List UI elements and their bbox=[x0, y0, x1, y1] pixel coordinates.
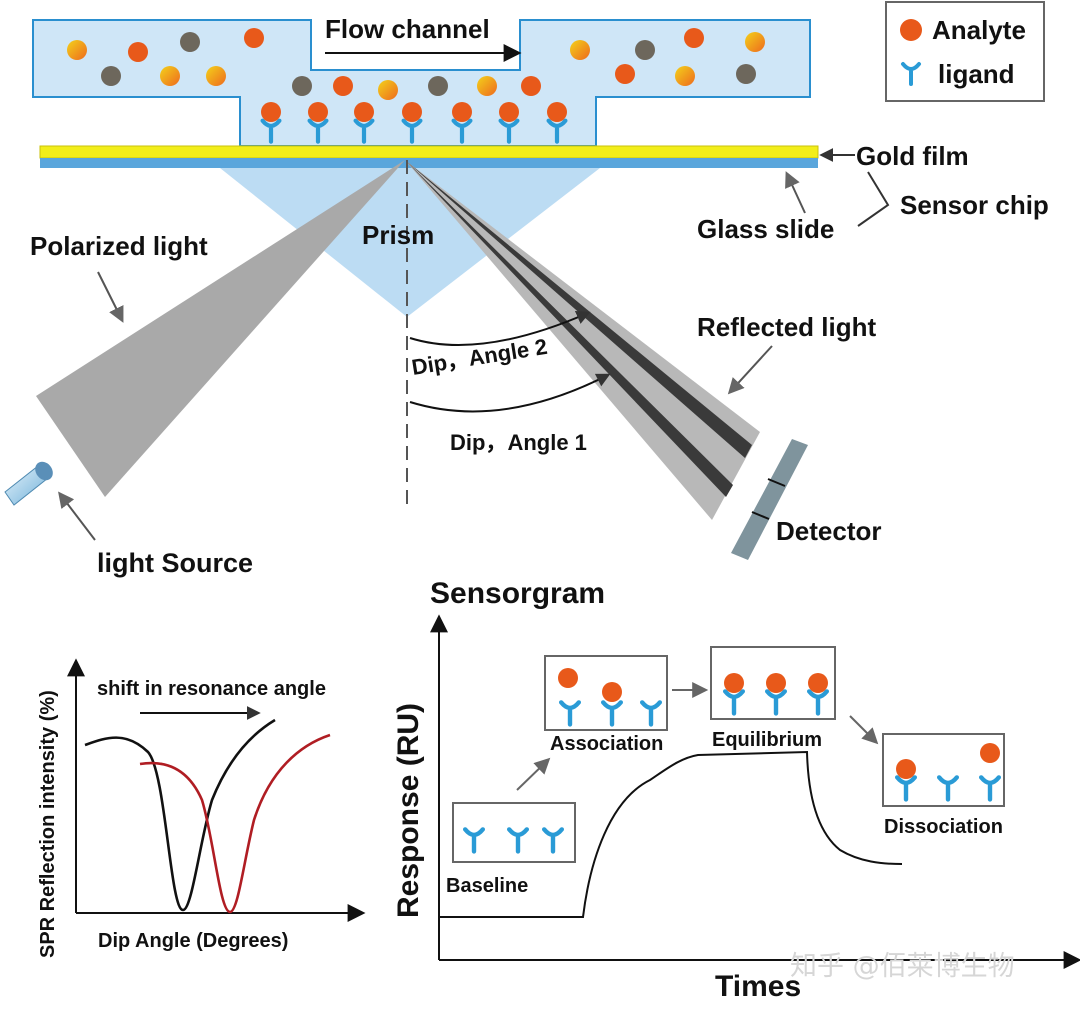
baseline-label: Baseline bbox=[446, 875, 528, 897]
ligand-icon bbox=[507, 827, 529, 854]
ligand-icon bbox=[979, 775, 1001, 802]
ligand-icon bbox=[498, 118, 520, 144]
angle-1-arc bbox=[409, 373, 611, 413]
sensor-chip-label: Sensor chip bbox=[900, 190, 1049, 220]
gold-film-label: Gold film bbox=[856, 141, 969, 171]
ligand-icon bbox=[542, 827, 564, 854]
glass-slide-label: Glass slide bbox=[697, 214, 834, 244]
bound-analyte bbox=[261, 102, 281, 122]
detector-label: Detector bbox=[776, 516, 881, 546]
ligand-icon bbox=[401, 118, 423, 144]
bound-ligands bbox=[260, 102, 568, 144]
ligand-icon bbox=[937, 775, 959, 802]
ligand-icon bbox=[353, 118, 375, 144]
ligand-icon bbox=[901, 62, 921, 86]
analyte-legend-icon bbox=[900, 19, 922, 41]
reflected-light-beam bbox=[405, 160, 760, 520]
prism bbox=[220, 168, 600, 317]
ligand-icon bbox=[451, 118, 473, 144]
legend: Analyte ligand bbox=[885, 1, 1045, 102]
original-resonance-curve bbox=[84, 718, 276, 912]
angle-2-arc bbox=[409, 311, 591, 346]
polarized-light-beam bbox=[36, 160, 405, 497]
spr-ylabel: SPR Reflection intensity (%) bbox=[37, 690, 59, 958]
ligand-icon bbox=[260, 118, 282, 144]
bound-analyte bbox=[547, 102, 567, 122]
ligand-icon bbox=[463, 827, 485, 854]
reflected-light-label: Reflected light bbox=[697, 312, 876, 342]
light-source-label: light Source bbox=[97, 548, 253, 578]
gold-film bbox=[39, 145, 819, 159]
bound-analyte bbox=[402, 102, 422, 122]
dip-angle-1-label: Dip，Angle 1 bbox=[450, 430, 587, 455]
equilibrium-label: Equilibrium bbox=[712, 729, 822, 751]
sensorgram-xlabel: Times bbox=[715, 970, 801, 1003]
spr-annotation: shift in resonance angle bbox=[97, 678, 326, 700]
shifted-resonance-curve bbox=[139, 733, 331, 914]
prism-label: Prism bbox=[362, 220, 434, 250]
legend-analyte-label: Analyte bbox=[932, 15, 1026, 45]
spr-curve-panel: SPR Reflection intensity (%) Dip Angle (… bbox=[37, 658, 366, 958]
ligand-icon bbox=[895, 775, 917, 802]
dissociation-label: Dissociation bbox=[884, 816, 1003, 838]
bound-analyte bbox=[308, 102, 328, 122]
spr-xlabel: Dip Angle (Degrees) bbox=[98, 930, 288, 952]
glass-slide bbox=[40, 158, 818, 168]
ligand-icon bbox=[601, 700, 623, 727]
bound-analyte bbox=[499, 102, 519, 122]
ligand-icon bbox=[307, 118, 329, 144]
flow-channel-label: Flow channel bbox=[325, 14, 490, 44]
bound-analyte bbox=[452, 102, 472, 122]
watermark: 知乎 @佰莱博生物 bbox=[790, 951, 1015, 982]
association-label: Association bbox=[550, 733, 663, 755]
detector bbox=[731, 439, 808, 560]
flow-channel: Flow channel bbox=[32, 14, 811, 147]
ligand-icon bbox=[807, 689, 829, 716]
sensorgram-ylabel: Response (RU) bbox=[392, 703, 425, 918]
light-source-icon bbox=[4, 461, 53, 506]
sensorgram-title: Sensorgram bbox=[430, 577, 605, 610]
ligand-icon bbox=[723, 689, 745, 716]
ligand-icon bbox=[765, 689, 787, 716]
sensor-chip-bracket bbox=[857, 171, 890, 227]
ligand-icon bbox=[546, 118, 568, 144]
dip-angle-2-label: Dip，Angle 2 bbox=[410, 334, 549, 380]
ligand-icon bbox=[640, 700, 662, 727]
sensorgram-panel: Sensorgram Response (RU) Times Baseline … bbox=[392, 577, 1080, 1003]
ligand-legend-icon bbox=[901, 62, 921, 86]
analyte-particles bbox=[67, 28, 765, 100]
bound-analyte bbox=[354, 102, 374, 122]
ligand-icon bbox=[559, 700, 581, 727]
polarized-light-label: Polarized light bbox=[30, 231, 208, 261]
response-curve bbox=[439, 750, 903, 918]
legend-ligand-label: ligand bbox=[938, 59, 1015, 89]
